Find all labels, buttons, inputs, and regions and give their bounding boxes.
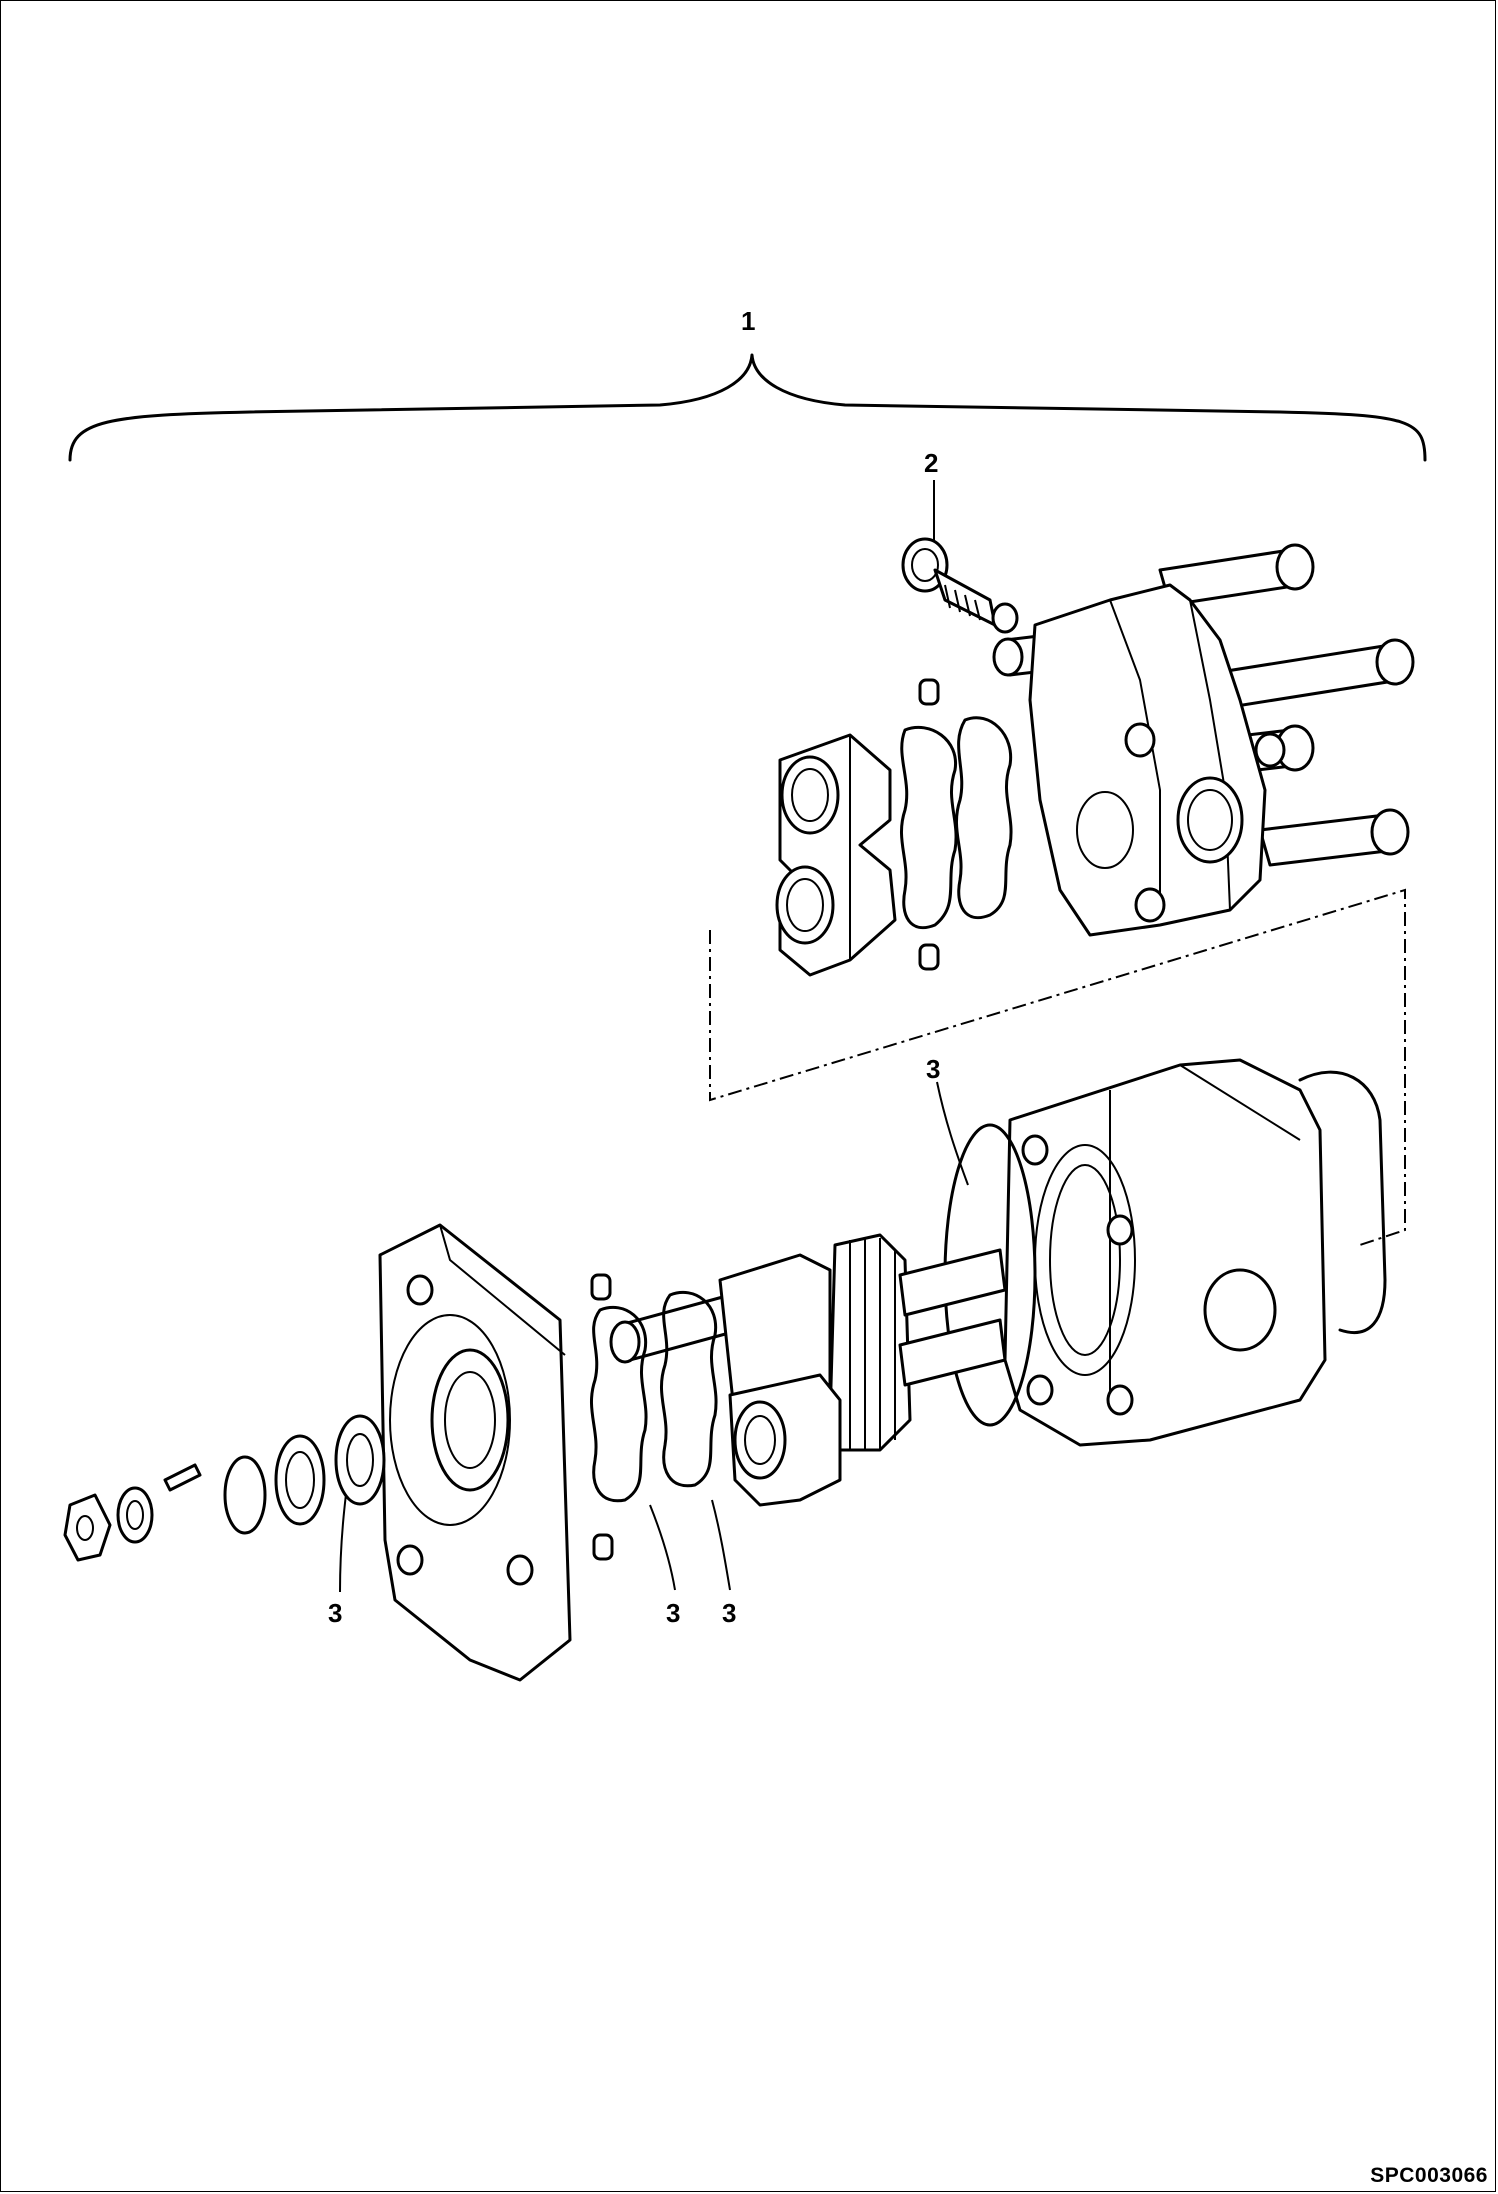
callout-3-seal-plate-a: 3 (666, 1598, 681, 1628)
rear-cover-block (1028, 583, 1286, 937)
shaft-seal-stack (63, 1414, 386, 1562)
callout-2-relief-valve: 2 (924, 448, 939, 478)
callout-3-housing-o-ring: 3 (926, 1054, 941, 1084)
figure-code: SPC003066 (1370, 2164, 1488, 2187)
callout-3-shaft-seal: 3 (328, 1598, 343, 1628)
pump-body (1003, 1058, 1387, 1447)
leader-line-3-plate-b (711, 1499, 731, 1591)
body-o-ring (1298, 1070, 1387, 1334)
alignment-dashdot-line (709, 888, 1406, 1246)
assembly-brace (68, 353, 1427, 462)
callout-3-seal-plate-b: 3 (722, 1598, 737, 1628)
leader-line-3-plate-a (649, 1504, 676, 1591)
upper-seal-plates (900, 678, 1013, 971)
relief-valve (901, 537, 1019, 634)
leader-line-3-housing (936, 1081, 969, 1186)
lower-seal-plates (590, 1273, 718, 1561)
front-flange (378, 1223, 572, 1682)
driven-gear (728, 1318, 1007, 1507)
upper-gear-bushing (775, 733, 897, 977)
callout-1-assembly: 1 (741, 306, 756, 336)
drive-gear-shaft (609, 1233, 1007, 1452)
